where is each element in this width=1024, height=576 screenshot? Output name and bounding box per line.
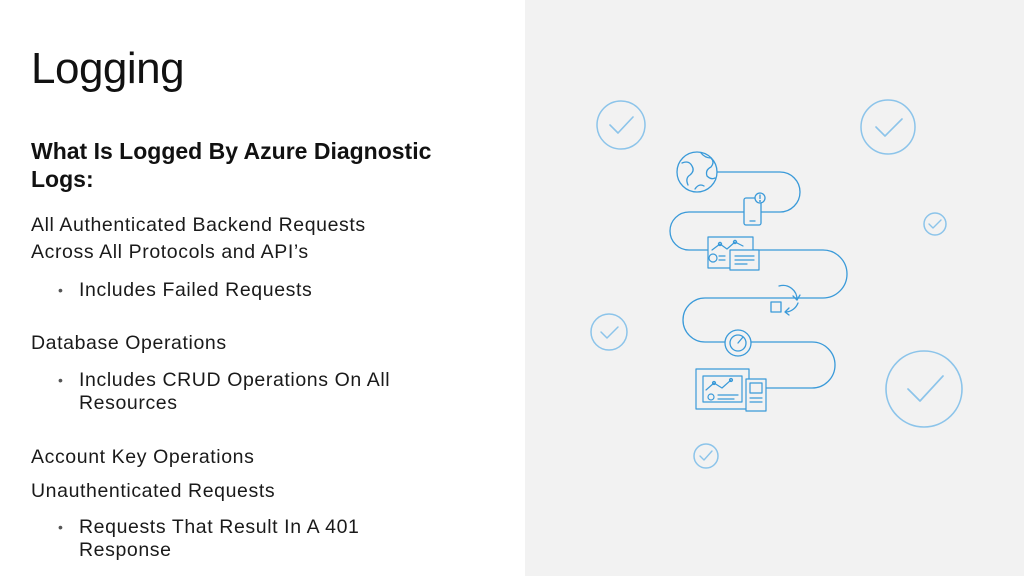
bullet-text: Includes Failed Requests [79,279,313,301]
bullet-dot: • [58,519,64,535]
section-heading-authenticated-line-2: Across All Protocols and API’s [31,241,309,263]
bullet-item-401: • Requests That Result In A 401 Response [58,516,359,562]
check-circle-icon [885,350,963,428]
check-circle-icon [860,99,916,155]
gauge-icon [724,329,752,357]
bullet-text: Response [79,539,172,561]
check-circle-icon [590,313,628,351]
bullet-dot: • [58,282,64,298]
slide-subtitle: What Is Logged By Azure Diagnostic Logs: [31,138,432,192]
check-circle-icon [596,100,646,150]
workflow-illustration [590,99,963,469]
section-heading-unauthenticated: Unauthenticated Requests [31,480,276,502]
devices-icon [695,368,767,412]
bullet-item-crud: • Includes CRUD Operations On All Resour… [58,369,390,415]
mobile-alert-icon [743,192,766,226]
section-heading-account-key: Account Key Operations [31,446,255,468]
bullet-item-failed-requests: • Includes Failed Requests [58,279,312,302]
section-heading-database: Database Operations [31,332,227,354]
check-circle-icon [923,212,947,236]
globe-icon [676,151,718,193]
slide-title: Logging [31,44,185,93]
bullet-text: Requests That Result In A 401 [79,516,360,538]
bullet-dot: • [58,372,64,388]
bullet-text: Resources [79,392,178,414]
check-circle-icon [693,443,719,469]
flow-path [669,171,848,389]
section-heading-authenticated-line-1: All Authenticated Backend Requests [31,214,366,236]
sync-icon [770,284,801,316]
illustration-panel [525,0,1024,576]
content-panel: Logging What Is Logged By Azure Diagnost… [31,44,432,562]
bullet-text: Includes CRUD Operations On All [79,369,391,391]
dashboard-icon [707,236,760,271]
